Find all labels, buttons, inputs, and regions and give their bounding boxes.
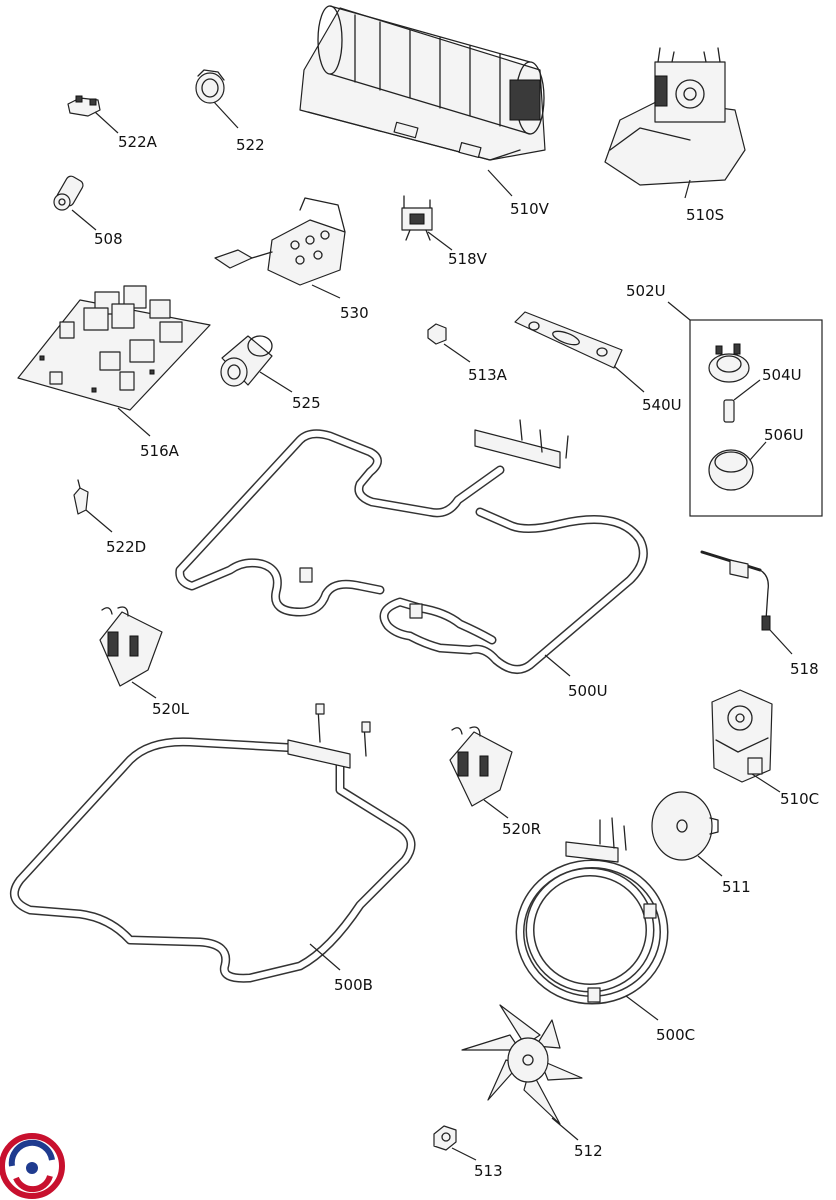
logo-arc-blue: [8, 1139, 55, 1167]
label-518V: 518V: [448, 250, 488, 268]
label-522A: 522A: [118, 133, 158, 151]
logo-arc-red: [13, 1174, 53, 1193]
part-518V: [401, 195, 453, 251]
kit-502U-box: [689, 319, 823, 517]
label-510C: 510C: [780, 790, 819, 808]
part-511: [651, 791, 723, 877]
label-525: 525: [292, 394, 321, 412]
label-500C: 500C: [656, 1026, 695, 1044]
logo-center-dot: [26, 1162, 38, 1174]
part-508: [53, 175, 97, 231]
part-513: [433, 1125, 477, 1161]
label-516A: 516A: [140, 442, 180, 460]
part-510V: [299, 5, 546, 197]
part-516A: [17, 285, 211, 437]
brand-logo: [0, 1133, 65, 1199]
label-513: 513: [474, 1162, 503, 1180]
part-500U: [175, 419, 648, 677]
part-512: [461, 1004, 583, 1141]
part-513A: [427, 323, 471, 363]
label-504U: 504U: [762, 366, 802, 384]
part-522D: [73, 479, 113, 533]
part-522: [195, 69, 239, 129]
label-511: 511: [722, 878, 751, 896]
part-510C: [711, 689, 781, 793]
label-522D: 522D: [106, 538, 146, 556]
kit-502U: 502U 504U 506U: [626, 282, 823, 517]
label-510S: 510S: [686, 206, 724, 224]
part-530: [214, 197, 346, 299]
label-502U: 502U: [626, 282, 666, 300]
part-540U: [514, 311, 645, 393]
label-520L: 520L: [152, 700, 190, 718]
label-540U: 540U: [642, 396, 682, 414]
part-525: [220, 335, 293, 393]
label-500B: 500B: [334, 976, 373, 994]
part-500C: [515, 817, 669, 1021]
part-510S: [604, 47, 746, 199]
label-520R: 520R: [502, 820, 541, 838]
part-522A: [67, 95, 119, 134]
label-506U: 506U: [764, 426, 804, 444]
part-500B: [9, 703, 416, 983]
part-520L: [99, 606, 163, 699]
label-500U: 500U: [568, 682, 608, 700]
label-512: 512: [574, 1142, 603, 1160]
label-522: 522: [236, 136, 265, 154]
label-518: 518: [790, 660, 819, 678]
part-518: [700, 550, 793, 655]
label-513A: 513A: [468, 366, 508, 384]
label-530: 530: [340, 304, 369, 322]
label-508: 508: [94, 230, 123, 248]
part-520R: [449, 726, 513, 819]
logo-ring-outer: [0, 1133, 65, 1199]
label-510V: 510V: [510, 200, 550, 218]
